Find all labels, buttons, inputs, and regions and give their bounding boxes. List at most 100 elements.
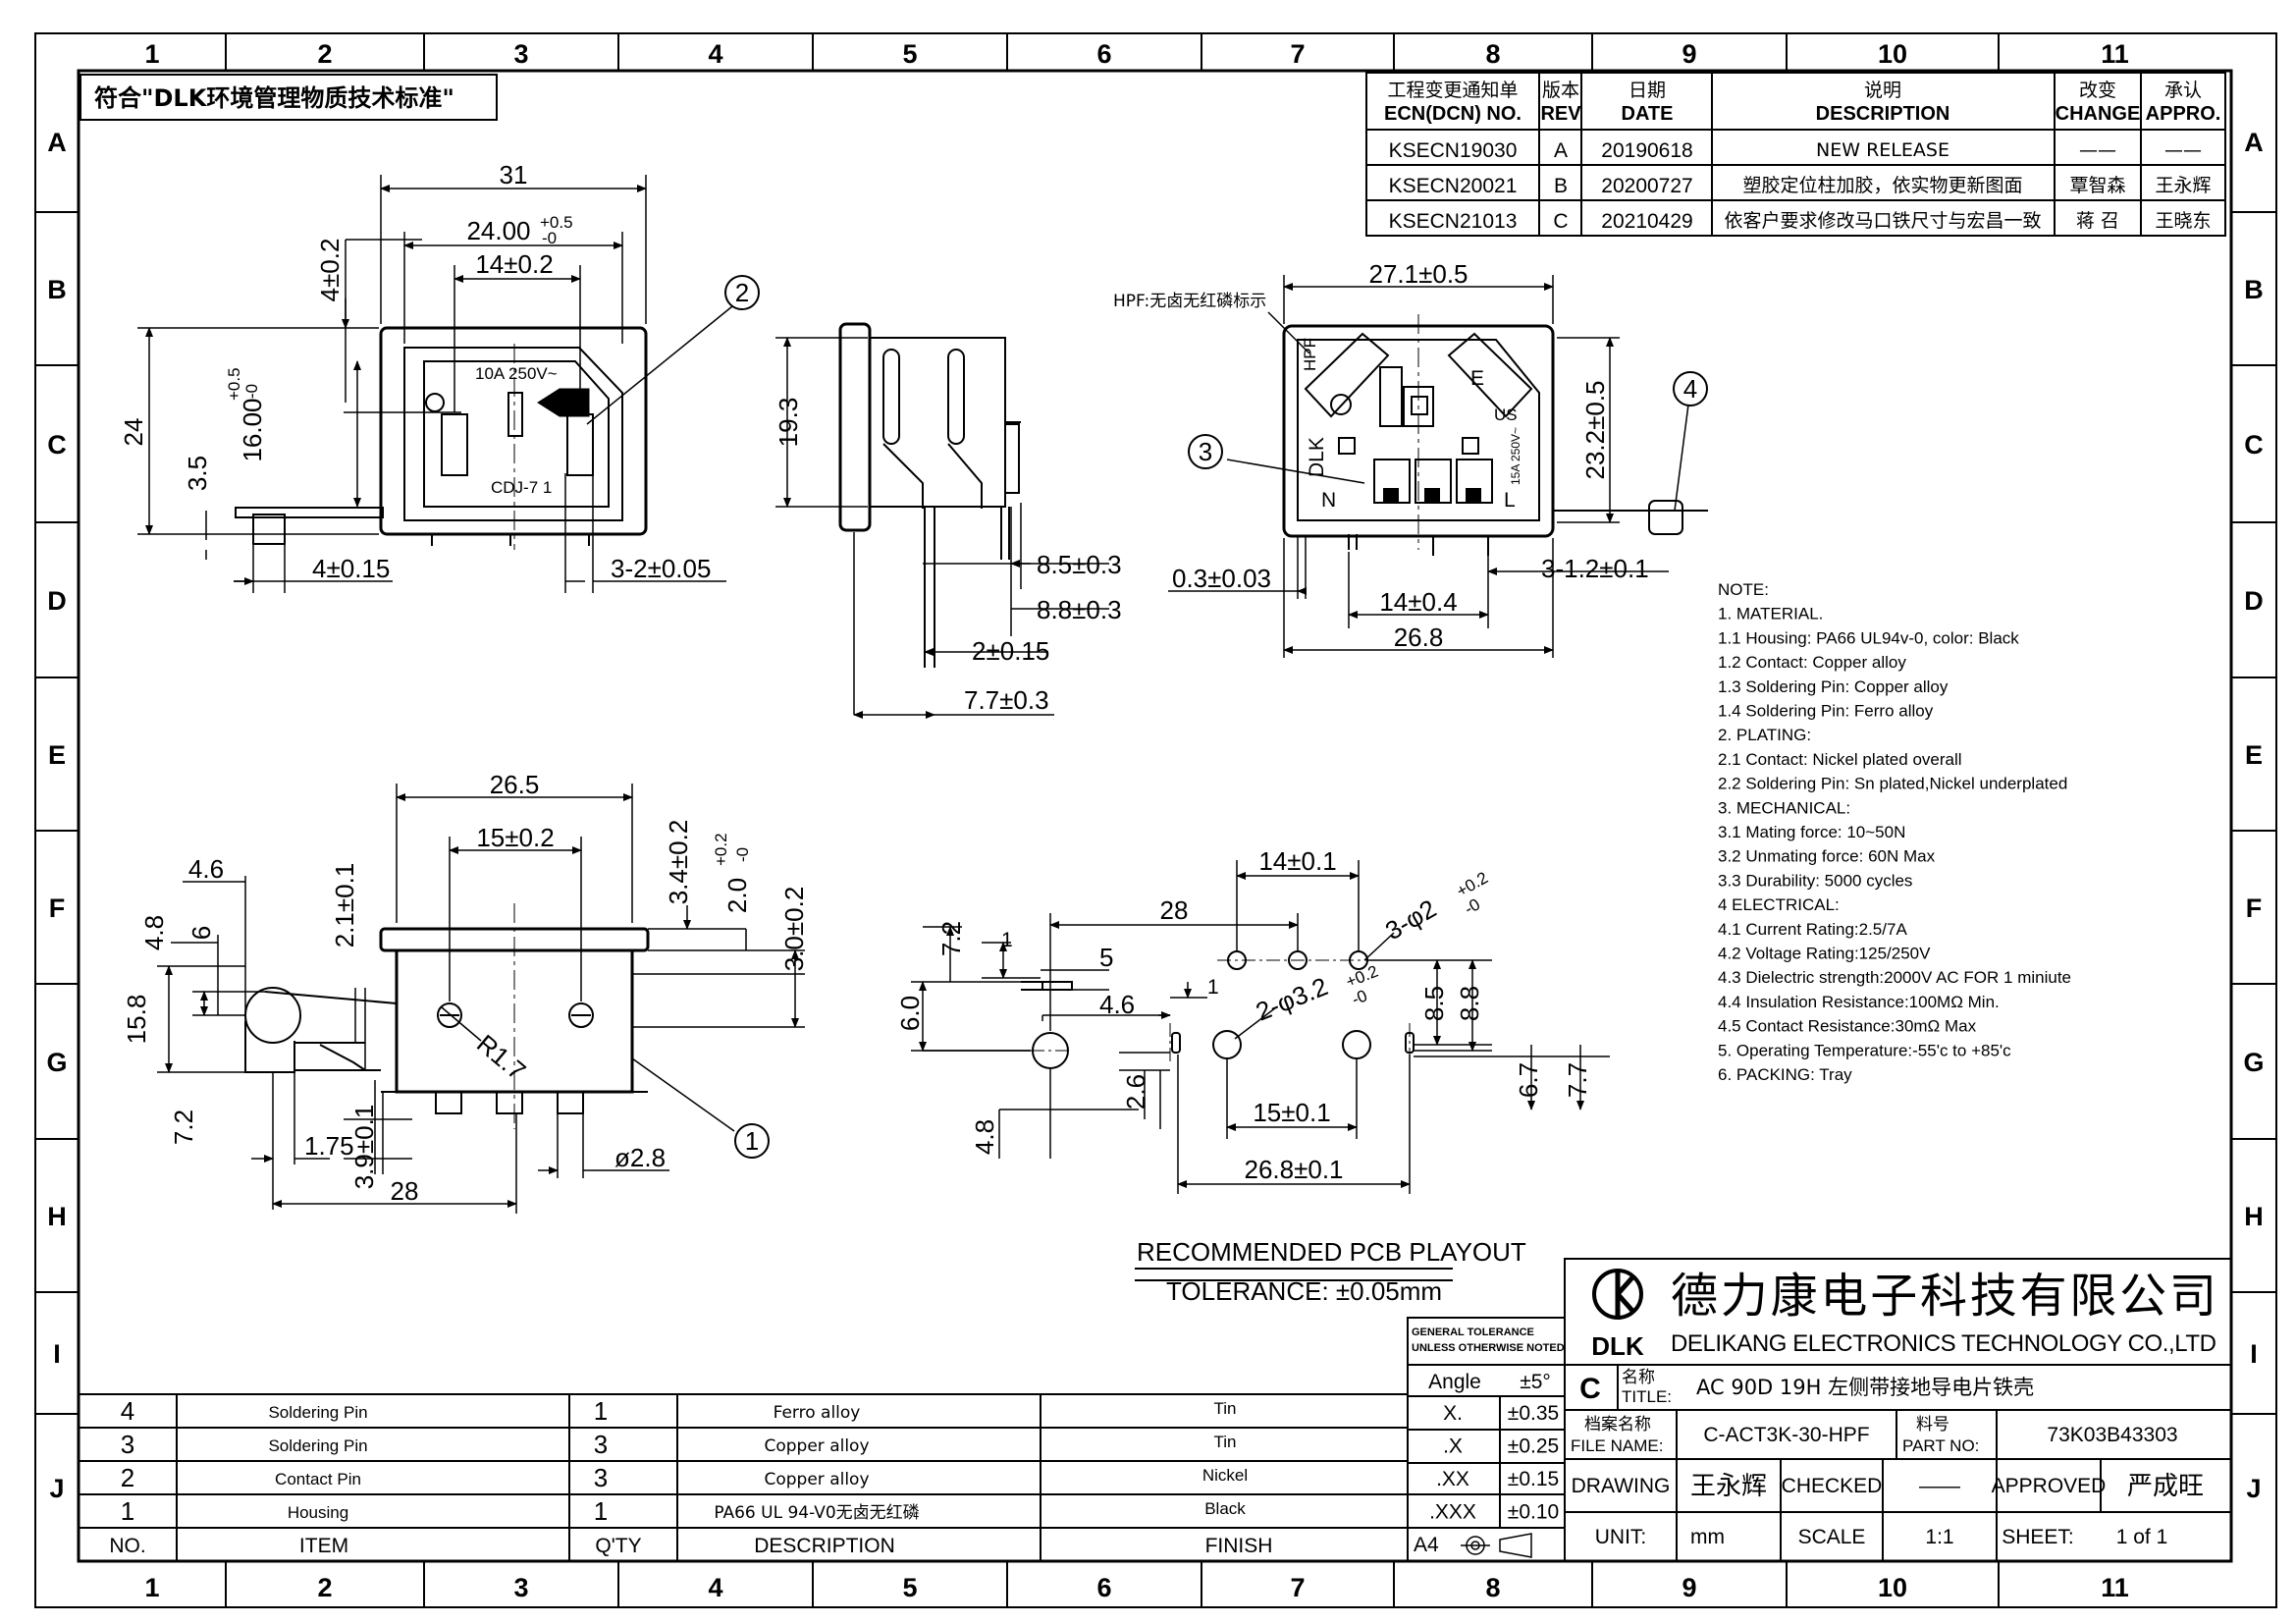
rev-date: 20200727 [1601, 175, 1692, 197]
bom-item: Housing [288, 1503, 348, 1522]
dim-opening-width-tol-top: +0.5 [540, 213, 573, 232]
rear-dim-pitch: 14±0.4 [1379, 587, 1457, 617]
rev-desc: NEW RELEASE [1816, 139, 1949, 161]
zone-col-bottom: 10 [1878, 1573, 1907, 1602]
rev-hdr-change-en: CHANGE [2056, 103, 2141, 125]
note-line: 4.3 Dielectric strength:2000V AC FOR 1 m… [1718, 968, 2071, 987]
zone-row-right: F [2246, 893, 2263, 923]
tol-label: X. [1443, 1402, 1463, 1425]
title-label-cn: 名称 [1622, 1368, 1655, 1387]
dim-opening-width: 24.00 [466, 216, 530, 245]
bom-finish: Black [1204, 1499, 1246, 1518]
rev-appro: —— [2164, 139, 2202, 161]
bom-hdr-finish: FINISH [1205, 1535, 1273, 1557]
bom-finish: Tin [1214, 1433, 1237, 1451]
file-label-cn: 档案名称 [1584, 1415, 1651, 1435]
rev-hdr-appro-cn: 承认 [2164, 80, 2202, 101]
bottom-view-dims [157, 784, 805, 1214]
pcb-dim-pitch-bot: 15±0.1 [1253, 1098, 1330, 1127]
note-line: 2.2 Soldering Pin: Sn plated,Nickel unde… [1718, 775, 2067, 793]
notes-block: NOTE:1. MATERIAL.1.1 Housing: PA66 UL94v… [1718, 580, 2071, 1084]
bot-dim-bot1: 7.2 [169, 1110, 198, 1145]
tol-label: .XXX [1429, 1501, 1476, 1524]
rear-letter-rating: 15A 250V~ [1509, 427, 1522, 485]
compliance-text: 符合"DLK环境管理物质技术标准" [94, 84, 454, 112]
pcb-dim-d6-0: 6.0 [895, 996, 925, 1031]
rev-desc: 塑胶定位柱加胶，依实物更新图面 [1742, 175, 2022, 196]
rev-hdr-desc-en: DESCRIPTION [1816, 103, 1950, 125]
pcb-dim-h8-5: 8.5 [1419, 986, 1449, 1021]
rev-hdr-rev-en: REV [1540, 103, 1581, 125]
part-label-en: PART NO: [1902, 1436, 1979, 1455]
zone-col-bottom: 2 [317, 1573, 332, 1602]
rev-hdr-ecn-cn: 工程变更通知单 [1387, 80, 1518, 101]
note-line: NOTE: [1718, 580, 1769, 599]
tol-value: ±0.10 [1508, 1501, 1559, 1524]
zone-row-left: B [47, 275, 67, 304]
zone-col-top: 9 [1682, 39, 1696, 69]
hpf-label: HPF:无卤无红磷标示 [1113, 292, 1266, 311]
drawing-title: AC 90D 19H 左侧带接地导电片铁壳 [1696, 1376, 2034, 1399]
rear-view [1282, 314, 1708, 556]
sheet-label: SHEET: [2002, 1526, 2074, 1548]
pcb-dim-h7-7: 7.7 [1563, 1062, 1592, 1098]
zone-row-right: I [2250, 1339, 2258, 1369]
zone-col-top: 11 [2101, 39, 2129, 69]
pcb-title: RECOMMENDED PCB PLAYOUT [1137, 1237, 1526, 1267]
file-label-en: FILE NAME: [1571, 1436, 1663, 1455]
tolerance-block: GENERAL TOLERANCE UNLESS OTHERWISE NOTED… [1407, 1317, 1566, 1562]
bottom-view-labels: 26.5 15±0.2 3.4±0.2 2.0 +0.2 -0 3.0±0.2 … [122, 770, 809, 1206]
zone-row-right: E [2245, 740, 2263, 770]
rev-ecn: KSECN21013 [1389, 210, 1518, 233]
note-line: 2. PLATING: [1718, 726, 1811, 744]
rev-hdr-date-cn: 日期 [1629, 80, 1666, 101]
zone-row-right: C [2244, 430, 2264, 460]
bom-finish: Tin [1214, 1399, 1237, 1418]
unit-label: UNIT: [1595, 1526, 1647, 1548]
front-view [235, 326, 648, 550]
sheet-frame [34, 32, 2277, 1608]
bom-qty: 1 [594, 1396, 608, 1426]
logo-text: DLK [1591, 1331, 1644, 1361]
tol-value: ±0.35 [1508, 1402, 1559, 1425]
zone-col-bottom: 3 [513, 1573, 528, 1602]
tol-general-1: GENERAL TOLERANCE [1412, 1326, 1534, 1338]
dim-overall-width: 31 [500, 160, 528, 189]
zone-row-left: I [53, 1339, 61, 1369]
side-view-dims [775, 337, 1109, 719]
zone-col-top: 6 [1096, 39, 1111, 69]
zone-col-bottom: 11 [2101, 1573, 2129, 1602]
balloon-3: 3 [1199, 437, 1212, 466]
paper-size: A4 [1414, 1534, 1439, 1556]
balloon-1: 1 [745, 1126, 759, 1156]
bot-dim-top2-tol-bot: -0 [733, 847, 752, 862]
zone-row-right: H [2244, 1202, 2264, 1231]
rev-change: —— [2079, 139, 2116, 161]
note-line: 2.1 Contact: Nickel plated overall [1718, 750, 1962, 769]
zone-row-left: F [49, 893, 66, 923]
tol-label: .X [1443, 1435, 1463, 1458]
tol-value: ±0.25 [1508, 1435, 1559, 1458]
revision-table: 工程变更通知单 ECN(DCN) NO. 版本 REV 日期 DATE 说明 D… [1365, 72, 2226, 237]
note-line: 3.2 Unmating force: 60N Max [1718, 847, 1936, 866]
rear-view-dims [1168, 275, 1689, 658]
rear-letter-e: E [1470, 367, 1484, 390]
zone-col-bottom: 4 [708, 1573, 722, 1602]
bot-dim-bot4: 28 [391, 1176, 419, 1206]
pcb-layout-labels: 14±0.1 3-φ2 +0.2 -0 28 7.2 1 5 1 4.6 6.0… [895, 846, 1592, 1306]
rev-appro: 王永辉 [2155, 175, 2211, 196]
zone-col-bottom: 6 [1096, 1573, 1111, 1602]
zone-row-left: J [49, 1474, 64, 1503]
part-label-cn: 料号 [1916, 1415, 1949, 1435]
tol-value: ±0.15 [1508, 1468, 1559, 1490]
pcb-dim-hole-top: 3-φ2 [1380, 893, 1441, 946]
tolerance-rows: X. ±0.35 .X ±0.25 .XX ±0.15 .XXX ±0.10 [1429, 1402, 1559, 1524]
tol-label: .XX [1436, 1468, 1469, 1490]
marking-rating: 10A 250V~ [475, 364, 558, 383]
zone-col-bottom: 5 [902, 1573, 917, 1602]
